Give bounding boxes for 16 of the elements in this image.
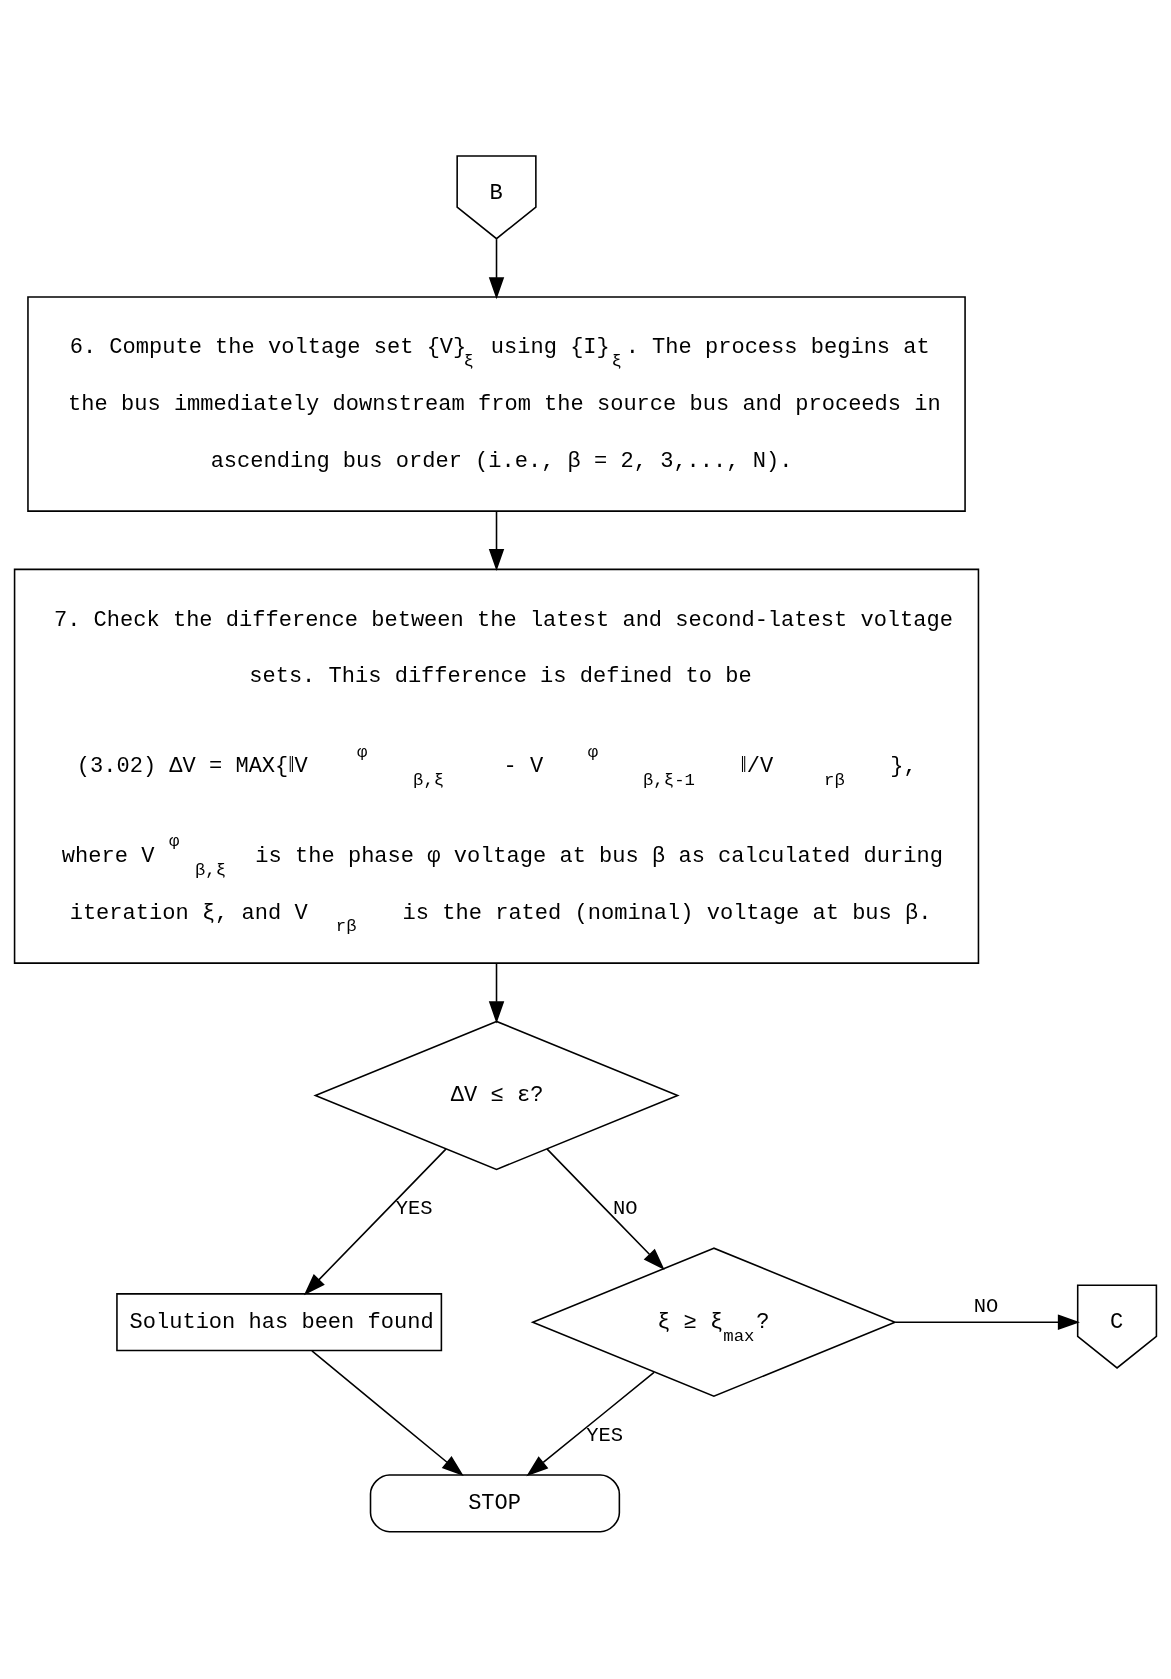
- arrow: [526, 1371, 655, 1477]
- node-box: 7. Check the difference between the latest and second-latest voltage sets. This difference is defined to be (3.02) ΔV = MAX{‖Vφβ,ξ - Vφβ,ξ-1‖/Vrβ}, where Vφβ,ξ is the phase φ voltage at bus β as calculated during iteration ξ, and Vrβ is the rated (nominal) voltage at bus β.: [13, 568, 980, 964]
- arrow: [303, 1148, 447, 1296]
- arrow: [488, 510, 505, 572]
- arrow: [488, 238, 505, 300]
- edge-label: NO: [973, 1294, 999, 1318]
- edge-label: YES: [395, 1197, 433, 1221]
- edge-label: YES: [586, 1423, 624, 1447]
- node-diamond: ΔV ≤ ε?: [313, 1020, 680, 1171]
- arrow: [894, 1314, 1080, 1330]
- arrow: [311, 1350, 464, 1476]
- arrow: [488, 962, 505, 1024]
- node-box: STOP: [369, 1474, 621, 1533]
- arrow: [546, 1148, 665, 1270]
- node-box: Solution has been found: [116, 1293, 443, 1352]
- edge-label: NO: [613, 1197, 638, 1221]
